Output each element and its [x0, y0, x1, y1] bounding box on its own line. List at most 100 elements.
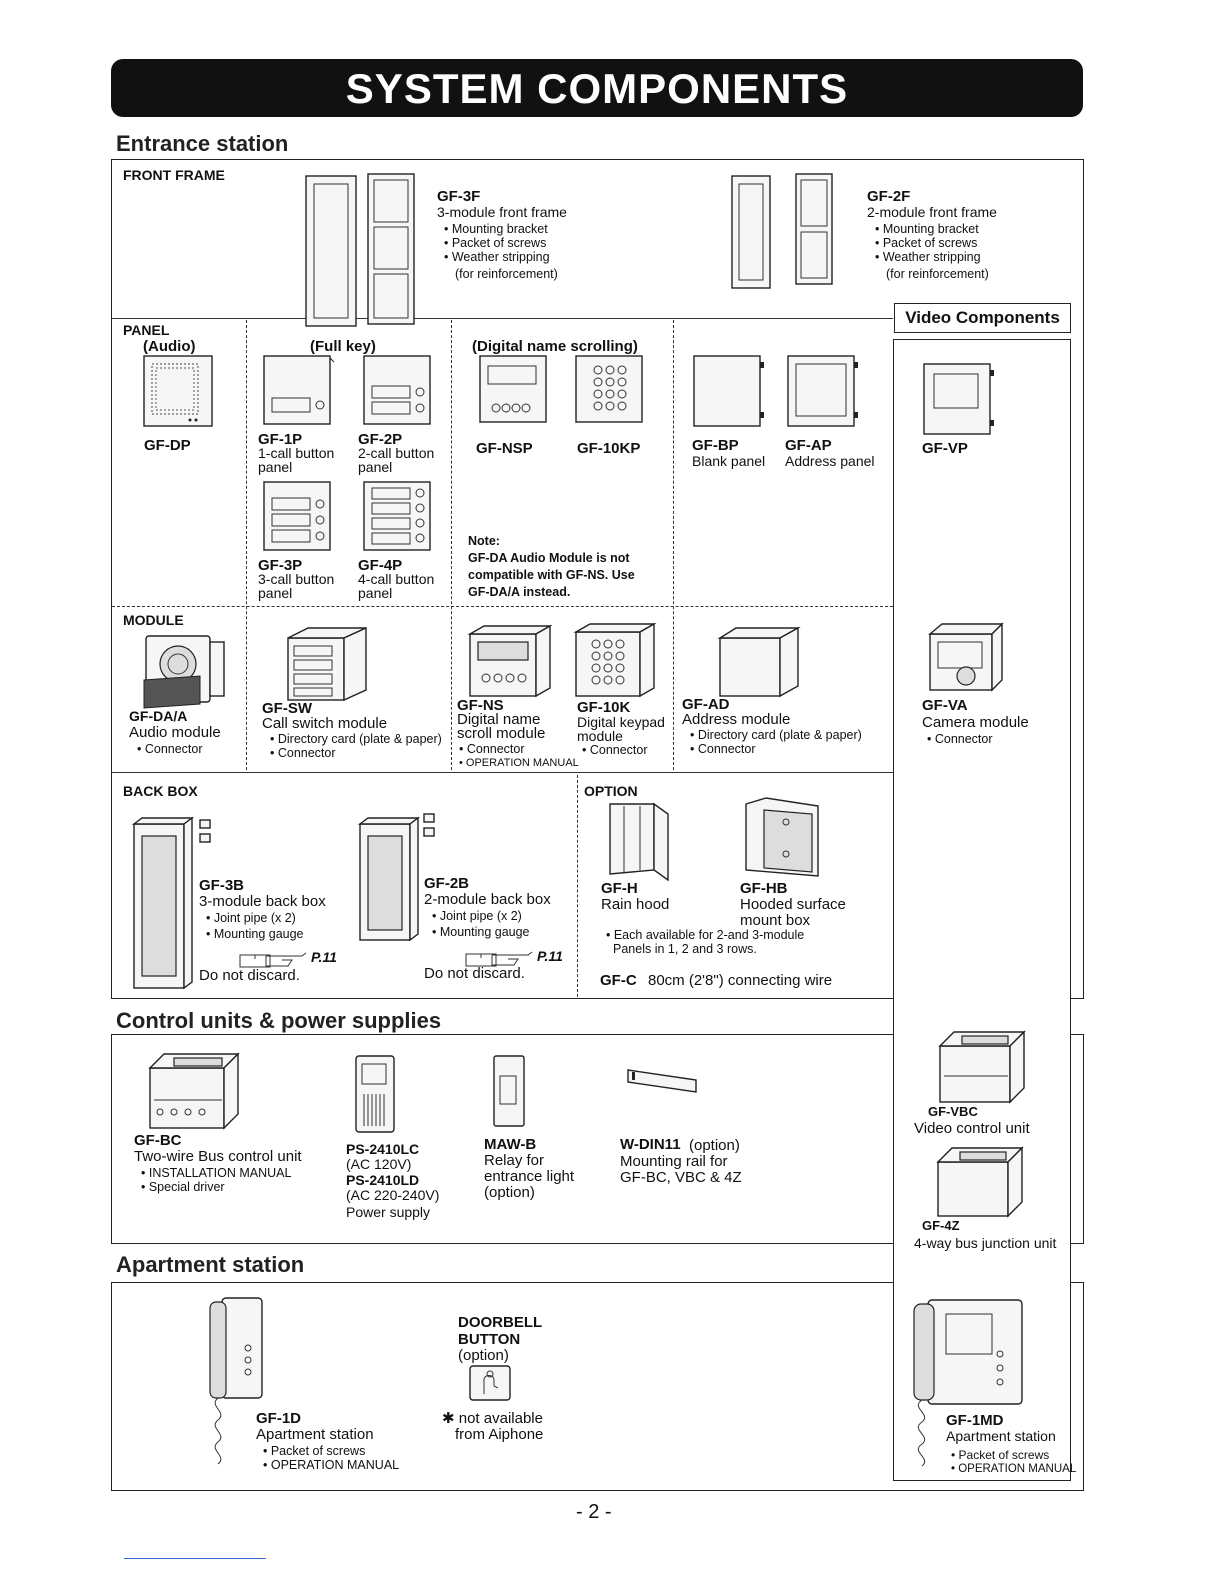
option-label: OPTION [584, 783, 638, 799]
gf-1d-code: GF-1D [256, 1410, 301, 1427]
gf-1d-item: • Packet of screws [263, 1444, 366, 1458]
gf-4z-desc: 4-way bus junction unit [914, 1235, 1057, 1251]
gf-3f-item: • Packet of screws [444, 236, 547, 250]
gf-2f-desc: 2-module front frame [867, 204, 997, 220]
divider-module-backbox [112, 772, 893, 773]
gf-2b-warn: Do not discard. [424, 965, 525, 982]
gf-bp-code: GF-BP [692, 437, 739, 454]
gf-2b-desc: 2-module back box [424, 891, 551, 908]
gf-vp-illustration [923, 363, 994, 435]
gf-va-item: • Connector [927, 732, 993, 746]
gf-va-code: GF-VA [922, 697, 968, 714]
gf-hb-desc: Hooded surface [740, 896, 846, 913]
gf-3b-item: • Joint pipe (x 2) [206, 911, 296, 925]
gf-3p-desc2: panel [258, 585, 293, 601]
gf-ns-desc: Digital name [457, 711, 541, 728]
gf-vp-code: GF-VP [922, 440, 968, 457]
digital-name-scrolling-label: (Digital name scrolling) [472, 338, 638, 355]
gf-2p-desc: 2-call button [358, 445, 435, 461]
w-din11-option: (option) [689, 1137, 740, 1154]
gf-ns-code: GF-NS [457, 697, 504, 714]
gf-1p-code: GF-1P [258, 431, 303, 448]
gf-ap-illustration [787, 355, 858, 427]
section-title-entrance: Entrance station [116, 131, 289, 156]
gf-2b-illustration [357, 813, 435, 942]
gf-h-desc: Rain hood [601, 896, 670, 913]
power-supply-illustration [355, 1055, 395, 1133]
gf-3f-item: • Weather stripping [444, 250, 550, 264]
gf-1md-item: • OPERATION MANUAL [951, 1463, 1077, 1475]
divider-v1 [246, 320, 247, 770]
entrance-box [111, 159, 1084, 999]
gf-4p-desc: 4-call button [358, 571, 435, 587]
doorbell-not-available-2: from Aiphone [455, 1426, 544, 1443]
gf-10k-item: • Connector [582, 743, 648, 757]
video-components-tab: Video Components [894, 303, 1071, 333]
ps-2410lc-code: PS-2410LC [346, 1141, 420, 1157]
pointing-hand-icon [491, 951, 533, 966]
gf-sw-item: • Directory card (plate & paper) [270, 732, 442, 746]
divider-v2 [451, 320, 452, 770]
gf-ad-item: • Connector [690, 742, 756, 756]
gf-2f-extra: (for reinforcement) [886, 267, 989, 281]
gf-3f-illustration [305, 173, 415, 327]
w-din11-code: W-DIN11 [620, 1136, 681, 1153]
gf-1md-item: • Packet of screws [951, 1448, 1050, 1462]
note-line: GF-DA Audio Module is not [468, 551, 630, 565]
divider-frame-panel [112, 318, 893, 319]
gf-dp-illustration [143, 355, 213, 427]
gf-ap-code: GF-AP [785, 437, 832, 454]
gf-1d-illustration [209, 1297, 263, 1465]
gf-1md-code: GF-1MD [946, 1412, 1004, 1429]
gf-2b-code: GF-2B [424, 875, 469, 892]
doorbell-icon [469, 1365, 511, 1401]
gf-1p-desc: 1-call button [258, 445, 335, 461]
gf-sw-illustration [287, 626, 367, 702]
gf-2b-item: • Mounting gauge [432, 925, 530, 939]
doorbell-not-available: ✱ not available [442, 1410, 543, 1427]
pointing-hand-icon [265, 952, 307, 967]
gf-sw-item: • Connector [270, 746, 336, 760]
ps-2410lc-voltage: (AC 120V) [346, 1156, 412, 1172]
option-availability-2: Panels in 1, 2 and 3 rows. [613, 942, 757, 956]
gf-nsp-illustration [479, 355, 547, 423]
gf-3b-desc: 3-module back box [199, 893, 326, 910]
maw-b-desc: Relay for [484, 1152, 545, 1169]
ps-2410ld-code: PS-2410LD [346, 1172, 420, 1188]
gf-ad-item: • Directory card (plate & paper) [690, 728, 862, 742]
section-title-apartment: Apartment station [116, 1252, 305, 1277]
gf-4p-code: GF-4P [358, 557, 403, 574]
gf-10k-code: GF-10K [577, 699, 631, 716]
maw-b-code: MAW-B [484, 1136, 537, 1153]
gf-hb-illustration [745, 797, 819, 877]
gf-4p-desc2: panel [358, 585, 393, 601]
book-icon [465, 953, 497, 967]
module-label: MODULE [123, 612, 184, 628]
doorbell-label-2: BUTTON [458, 1331, 521, 1348]
gf-h-code: GF-H [601, 880, 638, 897]
gf-da-a-code: GF-DA/A [129, 708, 188, 724]
doorbell-label: DOORBELL [458, 1314, 543, 1331]
gf-10k-desc: Digital keypad [577, 714, 665, 730]
note-title: Note: [468, 534, 500, 548]
panel-label: PANEL [123, 322, 170, 338]
gf-3b-illustration [131, 816, 211, 990]
gf-hb-desc2: mount box [740, 912, 811, 929]
ps-2410ld-voltage: (AC 220-240V) [346, 1187, 440, 1203]
gf-bc-item: • Special driver [141, 1180, 225, 1194]
gf-2f-illustration [731, 173, 833, 289]
gf-ns-desc2: scroll module [457, 725, 546, 742]
gf-2p-desc2: panel [358, 459, 393, 475]
audio-label: (Audio) [143, 338, 196, 355]
gf-3f-code: GF-3F [437, 188, 481, 205]
gf-3f-item: • Mounting bracket [444, 222, 548, 236]
gf-10kp-illustration [575, 355, 643, 423]
gf-3f-extra: (for reinforcement) [455, 267, 558, 281]
gf-sw-code: GF-SW [262, 700, 312, 717]
gf-2f-item: • Mounting bracket [875, 222, 979, 236]
gf-bc-item: • INSTALLATION MANUAL [141, 1166, 292, 1180]
gf-1d-desc: Apartment station [256, 1426, 374, 1443]
gf-4z-illustration [936, 1146, 1024, 1218]
divider-backbox-option [577, 775, 578, 997]
apartment-box [111, 1282, 1084, 1491]
